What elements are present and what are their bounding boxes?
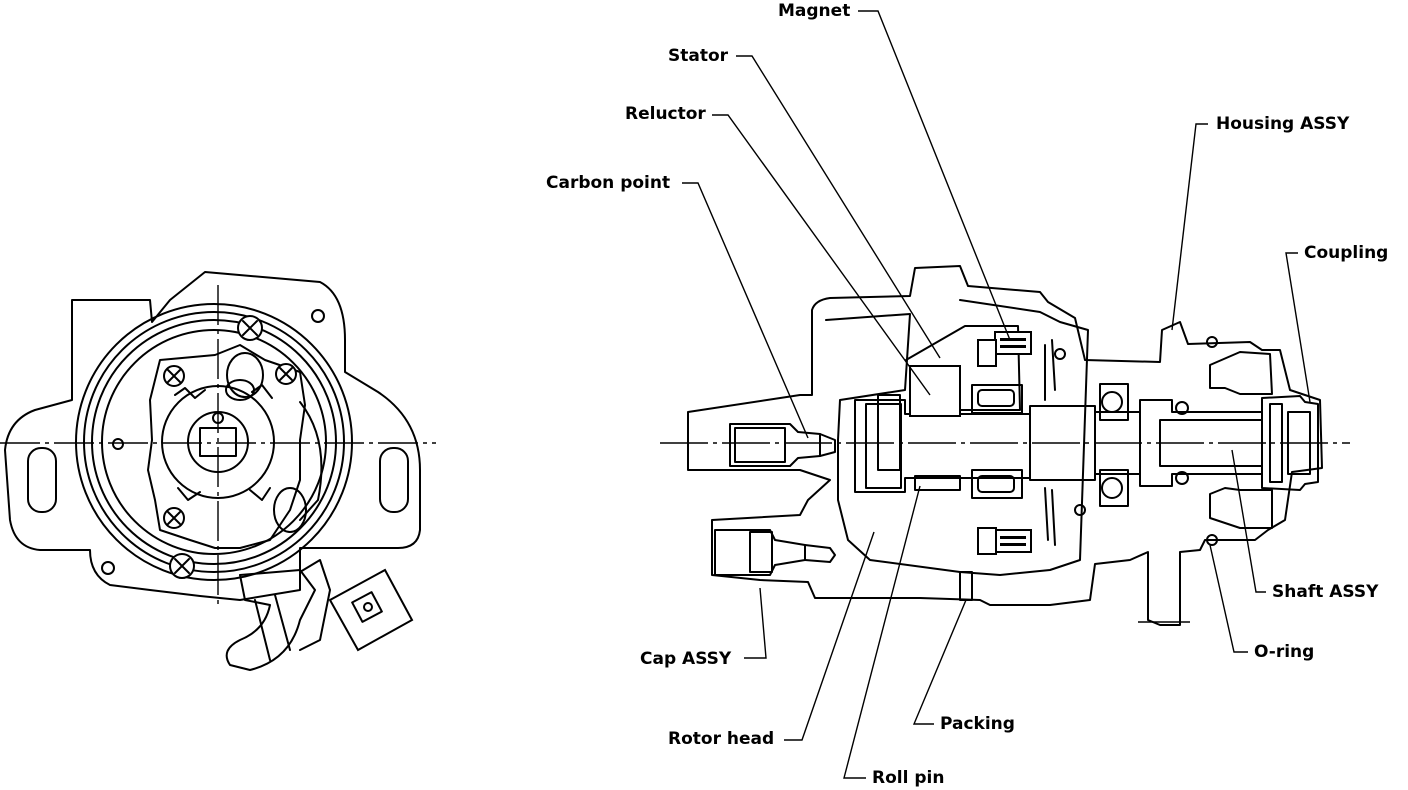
leader-reluctor	[712, 114, 931, 396]
label-housing-assy: Housing ASSY	[1216, 114, 1350, 134]
label-shaft-assy: Shaft ASSY	[1272, 582, 1379, 602]
screw-icon	[275, 363, 297, 385]
label-roll-pin: Roll pin	[872, 768, 945, 788]
screw-icon	[237, 315, 263, 341]
leader-carbon-point	[682, 182, 809, 439]
leader-stator	[736, 55, 941, 359]
screw-icon	[163, 365, 185, 387]
leader-magnet	[858, 10, 1011, 341]
label-carbon-point: Carbon point	[546, 173, 671, 193]
magnet-icon	[994, 529, 1032, 553]
leader-packing	[912, 599, 967, 725]
screw-icon	[169, 553, 195, 579]
leader-rotor-head	[784, 531, 875, 741]
leader-roll-pin	[843, 485, 921, 779]
distributor-end-view	[0, 271, 436, 671]
label-stator: Stator	[668, 46, 729, 66]
label-magnet: Magnet	[778, 1, 851, 21]
distributor-cross-section	[660, 265, 1350, 626]
label-reluctor: Reluctor	[625, 104, 706, 124]
label-coupling: Coupling	[1304, 243, 1389, 263]
magnet-icon	[994, 331, 1032, 355]
leader-housing-assy	[1171, 123, 1208, 331]
leader-cap-assy	[744, 587, 767, 659]
leader-o-ring	[1209, 544, 1248, 653]
leader-shaft-assy	[1231, 449, 1266, 593]
label-packing: Packing	[940, 714, 1015, 734]
leader-coupling	[1285, 252, 1311, 403]
label-cap-assy: Cap ASSY	[640, 649, 732, 669]
screw-icon	[163, 507, 185, 529]
label-o-ring: O-ring	[1254, 642, 1315, 662]
label-rotor-head: Rotor head	[668, 729, 775, 749]
leader-lines	[682, 10, 1311, 779]
